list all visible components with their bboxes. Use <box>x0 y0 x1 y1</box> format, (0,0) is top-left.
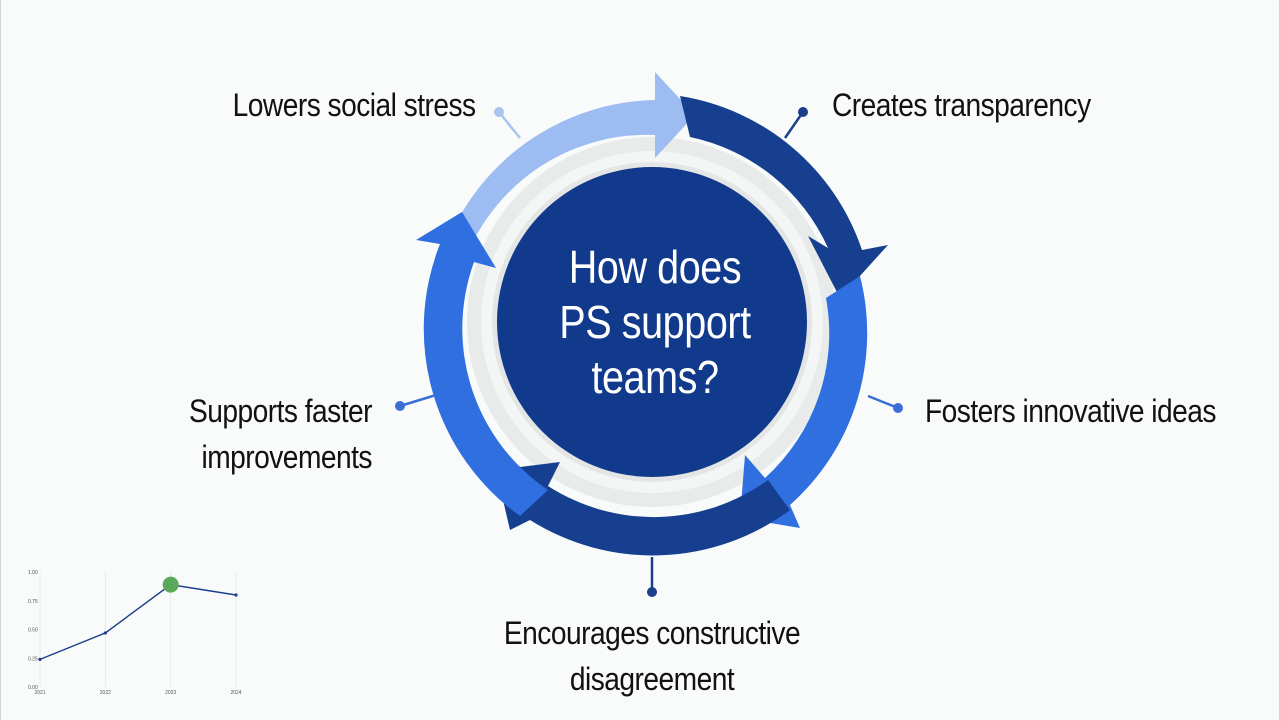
connector-supports <box>395 393 437 411</box>
center-disc <box>497 167 807 477</box>
label-creates-transparency: Creates transparency <box>832 87 1091 123</box>
chart-series-line <box>39 583 237 661</box>
chart-x-tick-label: 2022 <box>100 690 111 696</box>
left-edge-line <box>0 0 1 720</box>
label-encourages-line-2: disagreement <box>569 661 735 697</box>
arrow-medium-left <box>416 212 548 516</box>
center-question-line: teams? <box>591 351 719 403</box>
arrow-dark-bottom <box>496 462 790 556</box>
connector-encourages <box>647 557 657 597</box>
chart-y-tick-label: 0.25 <box>28 656 38 662</box>
chart-x-tick-label: 2024 <box>230 690 241 696</box>
label-supports-line-1: Supports faster <box>188 393 373 429</box>
connector-fosters <box>867 394 903 413</box>
label-supports-line-2: improvements <box>201 439 372 475</box>
chart-point <box>234 593 238 597</box>
arrow-medium-right <box>740 276 868 528</box>
chart-y-tick-label: 1.00 <box>28 570 38 576</box>
chart-point <box>38 657 42 661</box>
arrow-dark-right <box>680 96 888 298</box>
center-question-line: PS support <box>559 296 751 348</box>
chart-y-tick-label: 0.00 <box>28 685 38 691</box>
center-question-line: How does <box>568 241 742 293</box>
chart-x-tick-label: 2021 <box>34 690 45 696</box>
chart-y-tick-label: 0.50 <box>28 628 38 634</box>
mini-line-chart: 0.00 0.25 0.50 0.75 1.00 2021 2022 2023 2024 <box>28 570 242 696</box>
chart-y-tick-label: 0.75 <box>28 599 38 605</box>
chart-x-tick-label: 2023 <box>165 690 176 696</box>
connector-lowers <box>494 107 521 139</box>
label-fosters-innovative-ideas: Fosters innovative ideas <box>925 393 1217 429</box>
center-question: How does PS support teams? <box>522 240 789 405</box>
label-lowers-social-stress: Lowers social stress <box>232 87 477 123</box>
label-encourages-line-1: Encourages constructive <box>503 615 801 651</box>
arrow-light-top <box>448 72 695 248</box>
connector-creates <box>783 107 808 139</box>
chart-point <box>103 631 107 635</box>
chart-highlight-point <box>162 576 179 593</box>
